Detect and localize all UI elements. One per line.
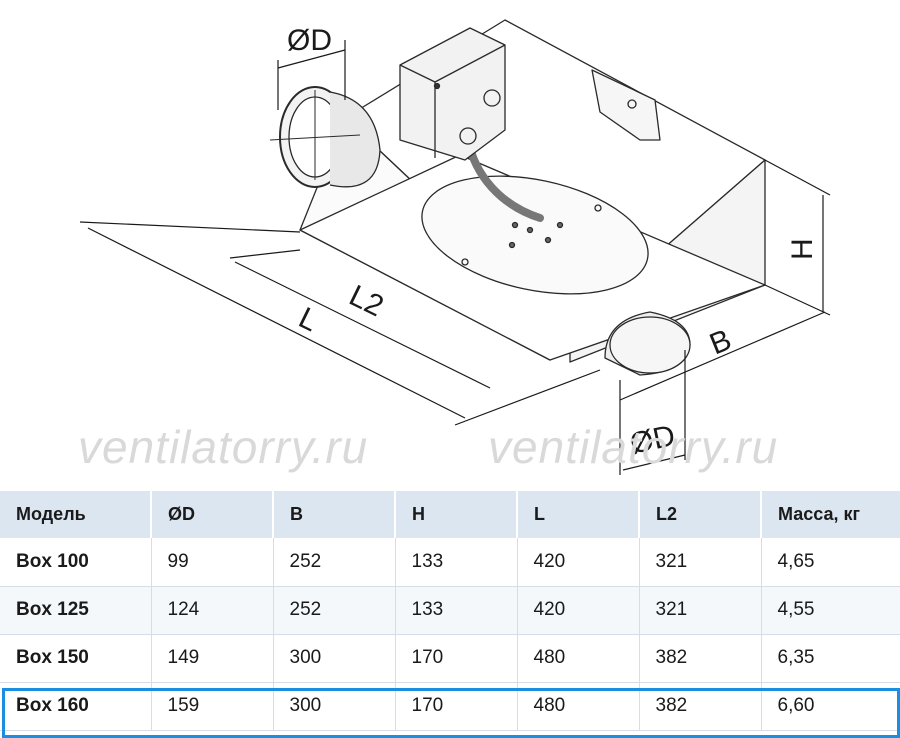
header-model: Модель [0,491,152,538]
cell-model: Box 100 [0,538,152,587]
cell-height: 133 [395,538,518,587]
terminal-box [399,27,506,161]
watermark-right: ventilatorry.ru [488,421,779,473]
table-row: Box 150 149 300 170 480 382 6,35 [0,634,900,683]
header-length2: L2 [639,491,762,538]
cell-length2: 321 [639,538,762,587]
cell-height: 170 [395,634,518,683]
cell-mass: 6,60 [761,682,900,731]
cell-diameter: 159 [151,682,274,731]
cell-width: 252 [273,538,396,587]
header-length: L [517,491,640,538]
specification-table: Модель ØD B H L L2 Масса, кг Box 100 99 … [0,491,900,731]
cell-length: 480 [517,634,640,683]
header-height: H [395,491,518,538]
cell-mass: 4,55 [761,586,900,635]
cell-length2: 382 [639,634,762,683]
label-height: H [786,238,819,260]
cell-length2: 321 [639,586,762,635]
header-diameter: ØD [151,491,274,538]
mounting-bracket [591,69,661,141]
cell-length: 420 [517,586,640,635]
cell-height: 170 [395,682,518,731]
label-width: B [705,323,736,361]
watermark-left: ventilatorry.ru [78,421,369,473]
cell-width: 300 [273,682,396,731]
label-length2: L2 [344,279,388,323]
cell-length: 480 [517,682,640,731]
table-row: Box 125 124 252 133 420 321 4,55 [0,586,900,635]
cell-length: 420 [517,538,640,587]
cell-width: 252 [273,586,396,635]
header-width: B [273,491,396,538]
technical-drawing: ØD L L2 B H ØD [79,19,831,475]
table-row-highlighted: Box 160 159 300 170 480 382 6,60 [0,682,900,731]
cell-diameter: 99 [151,538,274,587]
cell-model: Box 160 [0,682,152,731]
label-diameter-top: ØD [287,24,332,57]
cell-width: 300 [273,634,396,683]
label-length: L [294,301,323,338]
cell-mass: 4,65 [761,538,900,587]
cell-model: Box 150 [0,634,152,683]
header-mass: Масса, кг [778,504,860,524]
access-panel [421,175,649,295]
cell-mass: 6,35 [761,634,900,683]
cell-height: 133 [395,586,518,635]
cell-model: Box 125 [0,586,152,635]
table-header-row: Модель ØD B H L L2 Масса, кг [0,491,900,538]
cell-diameter: 124 [151,586,274,635]
table-row: Box 100 99 252 133 420 321 4,65 [0,538,900,587]
cell-length2: 382 [639,682,762,731]
cell-diameter: 149 [151,634,274,683]
